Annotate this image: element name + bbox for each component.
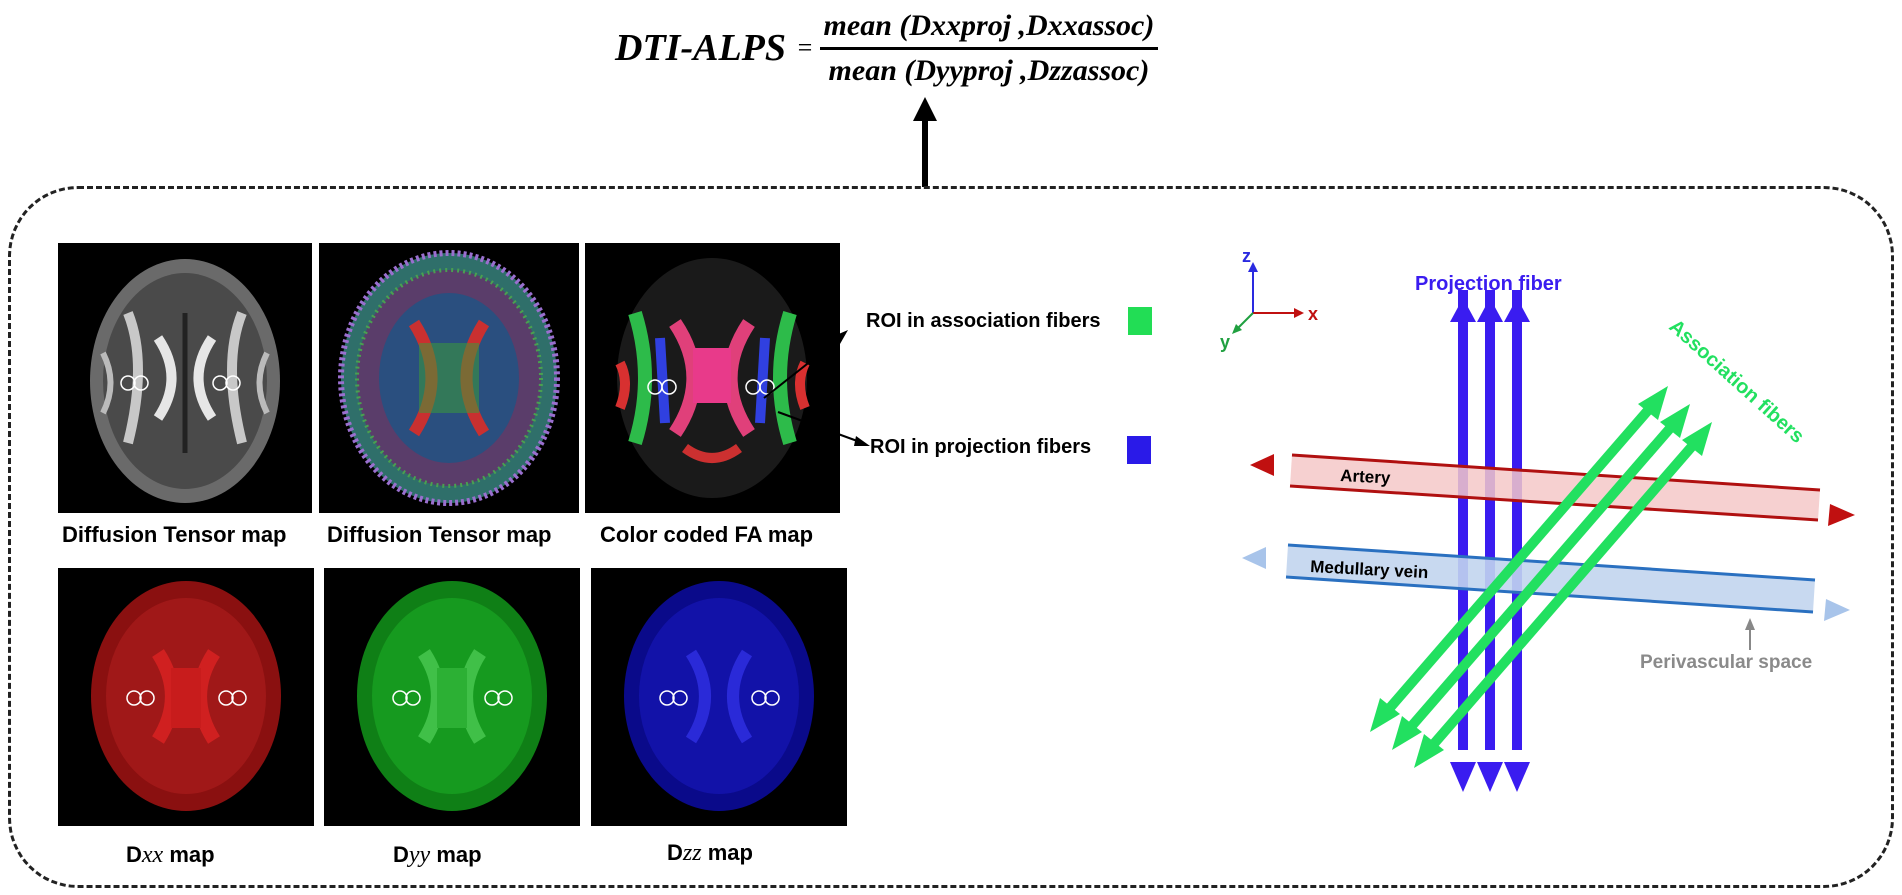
caption-dyy-prefix: D xyxy=(393,842,409,867)
axis-y-label: y xyxy=(1220,332,1230,352)
roi-association-swatch xyxy=(1128,307,1152,335)
projection-fiber-label: Projection fiber xyxy=(1415,273,1562,295)
dxx-map-image xyxy=(58,568,314,826)
dyy-map-image xyxy=(324,568,580,826)
up-arrow-icon xyxy=(913,97,937,187)
caption-dxx-map: Dxx map xyxy=(126,842,215,869)
caption-dxx-prefix: D xyxy=(126,842,142,867)
roi-association-label: ROI in association fibers xyxy=(866,310,1101,332)
formula-lhs: DTI-ALPS xyxy=(615,27,786,69)
roi-projection-label: ROI in projection fibers xyxy=(870,436,1092,458)
caption-diffusion-tensor-2: Diffusion Tensor map xyxy=(327,522,552,547)
caption-dyy-map: Dyy map xyxy=(393,842,482,869)
association-fibers-label: Association fibers xyxy=(1665,315,1809,447)
caption-dyy-var: yy xyxy=(408,842,431,868)
caption-dyy-suffix: map xyxy=(430,842,482,867)
caption-dzz-var: zz xyxy=(682,840,702,866)
glymphatic-schematic: z x y Projection fiber Artery xyxy=(1220,240,1890,800)
artery-icon xyxy=(1250,453,1855,526)
perivascular-space-label: Perivascular space xyxy=(1640,652,1812,673)
caption-diffusion-tensor-1: Diffusion Tensor map xyxy=(62,522,287,547)
color-coded-fa-map xyxy=(585,243,840,513)
association-fibers-icon xyxy=(1370,386,1712,768)
axis-x-label: x xyxy=(1308,304,1318,324)
formula-denominator: mean (Dyyproj ,Dzzassoc) xyxy=(828,53,1150,87)
caption-dzz-suffix: map xyxy=(701,840,753,865)
caption-dzz-map: Dzz map xyxy=(667,840,753,867)
dashed-frame xyxy=(8,186,1894,888)
artery-label: Artery xyxy=(1340,466,1392,488)
axis-z-label: z xyxy=(1242,246,1251,266)
roi-projection-swatch xyxy=(1127,436,1151,464)
dzz-map-image xyxy=(591,568,847,826)
caption-dxx-var: xx xyxy=(141,842,164,868)
diffusion-tensor-map-glyph xyxy=(319,243,579,513)
formula-equals: = xyxy=(796,33,814,62)
roi-leader-lines xyxy=(763,330,870,446)
caption-dxx-suffix: map xyxy=(163,842,215,867)
axes-icon: z x y xyxy=(1220,246,1318,352)
caption-dzz-prefix: D xyxy=(667,840,683,865)
formula-fraction: mean (Dxxproj ,Dxxassoc) mean (Dyyproj ,… xyxy=(819,9,1159,88)
formula-numerator: mean (Dxxproj ,Dxxassoc) xyxy=(819,9,1159,50)
dti-alps-formula: DTI-ALPS = mean (Dxxproj ,Dxxassoc) mean… xyxy=(615,8,1159,88)
perivascular-pointer-icon xyxy=(1745,618,1755,650)
projection-fibers-icon xyxy=(1450,290,1530,792)
caption-color-fa: Color coded FA map xyxy=(600,522,814,547)
diffusion-tensor-map-gray xyxy=(58,243,312,513)
